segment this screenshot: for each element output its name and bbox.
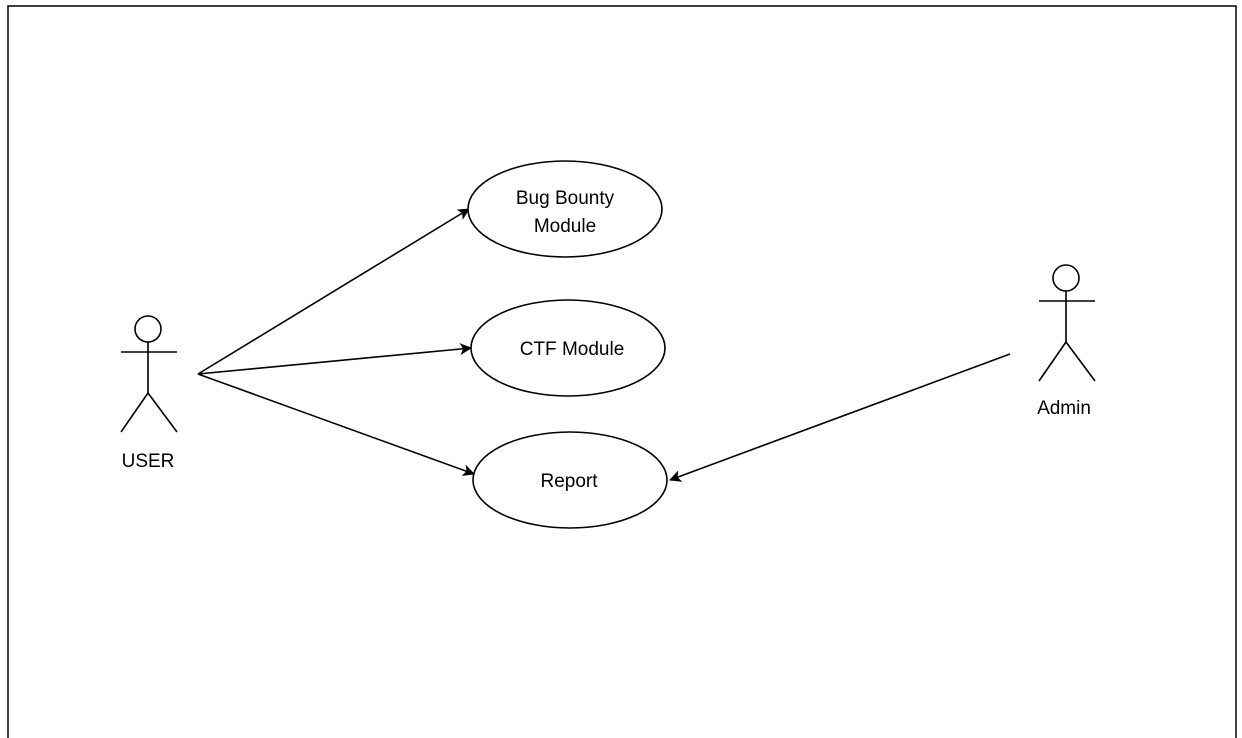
use-case-ctf: CTF Module: [470, 299, 666, 397]
use-case-ellipse: [470, 299, 666, 397]
association-user-report: [197, 373, 475, 476]
use-case-label-line-1: Bug Bounty: [516, 188, 615, 209]
actor-label: Admin: [1037, 398, 1091, 419]
association-admin-report: [669, 353, 1011, 482]
actor-user: USER: [120, 315, 178, 472]
stick-figure-icon: [120, 315, 178, 433]
use-case-label: CTF Module: [520, 339, 625, 360]
association-user-ctf: [197, 343, 472, 375]
use-case-ellipse: [472, 431, 668, 529]
actor-admin: Admin: [1037, 264, 1096, 419]
use-case-label-line-2: Module: [534, 216, 596, 237]
use-case-bug-bounty: Bug Bounty Module: [467, 160, 663, 258]
use-case-ellipse: [467, 160, 663, 258]
stick-figure-icon: [1038, 264, 1096, 382]
actor-label: USER: [122, 451, 175, 472]
association-user-bug-bounty: [197, 208, 470, 375]
use-case-label: Report: [540, 471, 598, 492]
use-case-report: Report: [472, 431, 668, 529]
